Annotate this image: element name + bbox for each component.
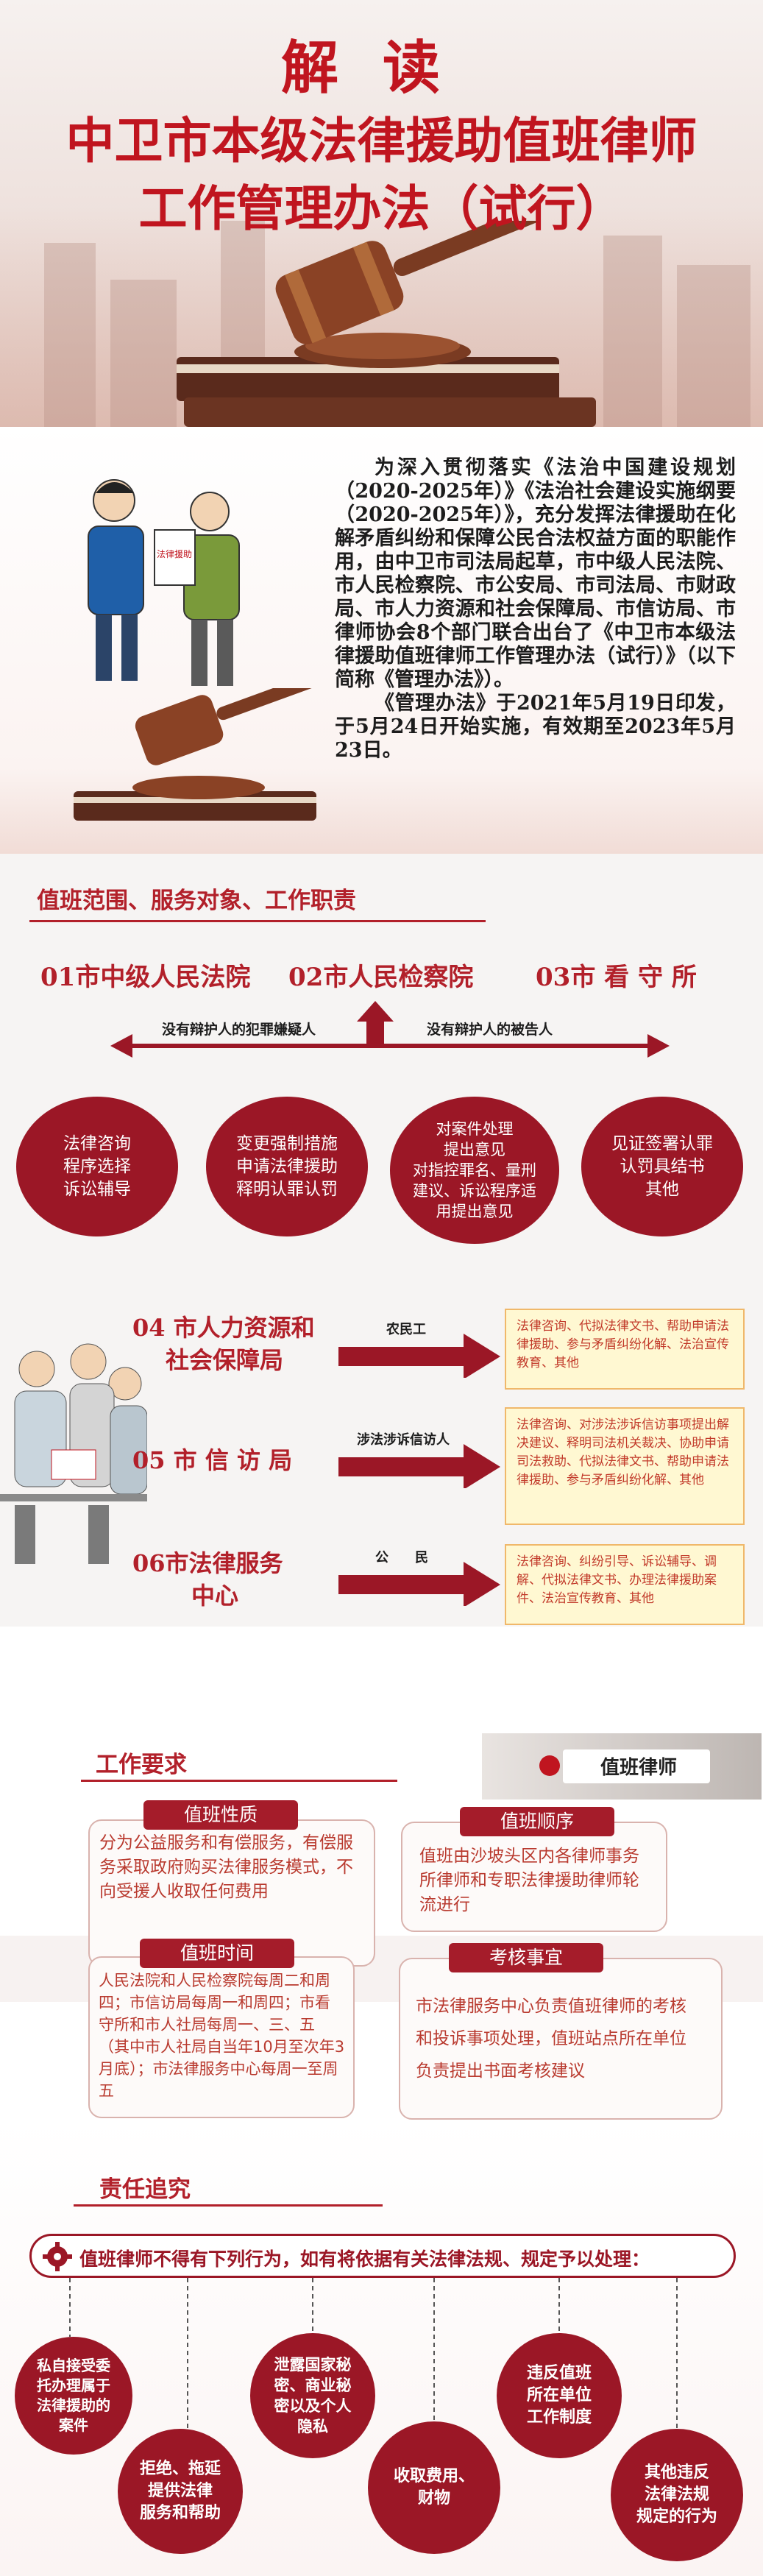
card-order-text: 值班由沙坡头区内各律师事务所律师和专职法律援助律师轮流进行 xyxy=(419,1847,639,1914)
emblem-icon xyxy=(539,1755,560,1776)
dept-05-arrow xyxy=(338,1444,500,1488)
violation-1: 私自接受委 托办理属于 法律援助的 案件 xyxy=(15,2337,132,2455)
banner-text: 值班律师不得有下列行为，如有将依据有关法律法规、规定予以处理： xyxy=(79,2248,650,2270)
dept-04-services: 法律咨询、代拟法律文书、帮助申请法律援助、参与矛盾纠纷化解、法治宣传教育、其他 xyxy=(505,1309,745,1390)
court-1: 01市中级人民法院 xyxy=(40,963,251,992)
dept-06-arrow xyxy=(338,1562,500,1606)
header-title-line2: 工作管理办法（试行） xyxy=(138,180,625,237)
scope-title: 值班范围、服务对象、工作职责 xyxy=(37,888,356,914)
card-assessment xyxy=(399,1958,723,2120)
intro-paragraph-1: 为深入贯彻落实《法治中国建设规划（2020-2025年）》《法治社会建设实施纲要… xyxy=(335,456,736,691)
header-title-line1: 中卫市本级法律援助值班律师 xyxy=(65,112,698,169)
scope-underline xyxy=(29,920,486,922)
intro-section: 法律援助 为深入贯彻落实《法治中国建设规划（2020-2025年）》《法治社会建… xyxy=(0,427,763,854)
dept-04-arrow xyxy=(338,1334,500,1378)
card-assessment-tag: 考核事宜 xyxy=(449,1943,603,1972)
violation-6: 其他违反 法律法规 规定的行为 xyxy=(611,2429,743,2561)
small-gavel-icon xyxy=(74,688,346,821)
court-3: 03市 看 守 所 xyxy=(536,963,697,992)
scope-arrows xyxy=(110,1001,670,1058)
card-order xyxy=(401,1822,667,1932)
header-banner: 解读 中卫市本级法律援助值班律师 工作管理办法（试行） xyxy=(0,0,763,427)
sign-photo: 值班律师 xyxy=(482,1733,762,1800)
dept-04: 04 市人力资源和 社会保障局 xyxy=(132,1314,315,1374)
violation-3: 泄露国家秘 密、商业秘 密以及个人 隐私 xyxy=(250,2333,375,2458)
intro-text: 为深入贯彻落实《法治中国建设规划（2020-2025年）》《法治社会建设实施纲要… xyxy=(335,456,736,762)
duty-circle-3: 对案件处理 提出意见 对指控罪名、量刑 建议、诉讼程序适 用提出意见 xyxy=(390,1097,559,1244)
header-subtitle: 解读 xyxy=(280,35,484,102)
card-time-text: 人民法院和人民检察院每周二和周四；市信访局每周一和周四；市看守所和市人社局每周一… xyxy=(99,1972,345,2100)
dept-06: 06市法律服务 中心 xyxy=(132,1549,283,1610)
duty-circle-1: 法律咨询 程序选择 诉讼辅导 xyxy=(16,1097,178,1236)
arrow-label-right: 没有辩护人的被告人 xyxy=(427,1022,553,1038)
responsibility-underline xyxy=(74,2204,383,2207)
work-title: 工作要求 xyxy=(96,1752,187,1778)
connector-lines xyxy=(69,2278,678,2432)
card-nature-tag: 值班性质 xyxy=(143,1800,298,1830)
gear-icon xyxy=(43,2242,72,2271)
duty-circle-4: 见证签署认罪 认罚具结书 其他 xyxy=(581,1097,743,1236)
dept-06-target: 公 民 xyxy=(375,1550,428,1565)
dept-04-target: 农民工 xyxy=(386,1322,426,1337)
responsibility-banner xyxy=(29,2234,736,2278)
intro-paragraph-2: 《管理办法》于2021年5月19日印发，于5月24日开始实施，有效期至2023年… xyxy=(335,692,736,762)
sign-text: 值班律师 xyxy=(600,1757,677,1779)
responsibility-title: 责任追究 xyxy=(99,2176,191,2203)
poster-text: 法律援助 xyxy=(157,549,192,559)
arrow-label-left: 没有辩护人的犯罪嫌疑人 xyxy=(162,1022,316,1038)
violation-5: 违反值班 所在单位 工作制度 xyxy=(497,2333,622,2458)
work-underline xyxy=(81,1780,397,1782)
card-order-tag: 值班顺序 xyxy=(460,1807,614,1836)
dept-05: 05 市 信 访 局 xyxy=(132,1446,293,1474)
card-assessment-text: 市法律服务中心负责值班律师的考核和投诉事项处理，值班站点所在单位负责提出书面考核… xyxy=(416,1997,686,2081)
consultation-illustration: 法律援助 xyxy=(88,479,240,686)
court-2: 02市人民检察院 xyxy=(288,963,474,992)
card-time xyxy=(88,1956,355,2118)
dept-05-target: 涉法涉诉信访人 xyxy=(357,1432,450,1448)
card-nature-text: 分为公益服务和有偿服务，有偿服务采取政府购买法律服务模式，不向受援人收取任何费用 xyxy=(99,1833,353,1901)
dept-06-services: 法律咨询、纠纷引导、诉讼辅导、调解、代拟法律文书、办理法律援助案件、法治宣传教育… xyxy=(505,1544,745,1625)
violation-4: 收取费用、 财物 xyxy=(368,2421,500,2554)
violation-2: 拒绝、拖延 提供法律 服务和帮助 xyxy=(118,2429,243,2554)
gavel-icon xyxy=(177,221,668,427)
dept-05-services: 法律咨询、对涉法涉诉信访事项提出解决建议、释明司法机关裁决、协助申请司法救助、代… xyxy=(505,1407,745,1525)
card-time-tag: 值班时间 xyxy=(140,1939,294,1968)
duty-circle-2: 变更强制措施 申请法律援助 释明认罪认罚 xyxy=(206,1097,368,1236)
crowd-illustration xyxy=(0,1343,147,1564)
